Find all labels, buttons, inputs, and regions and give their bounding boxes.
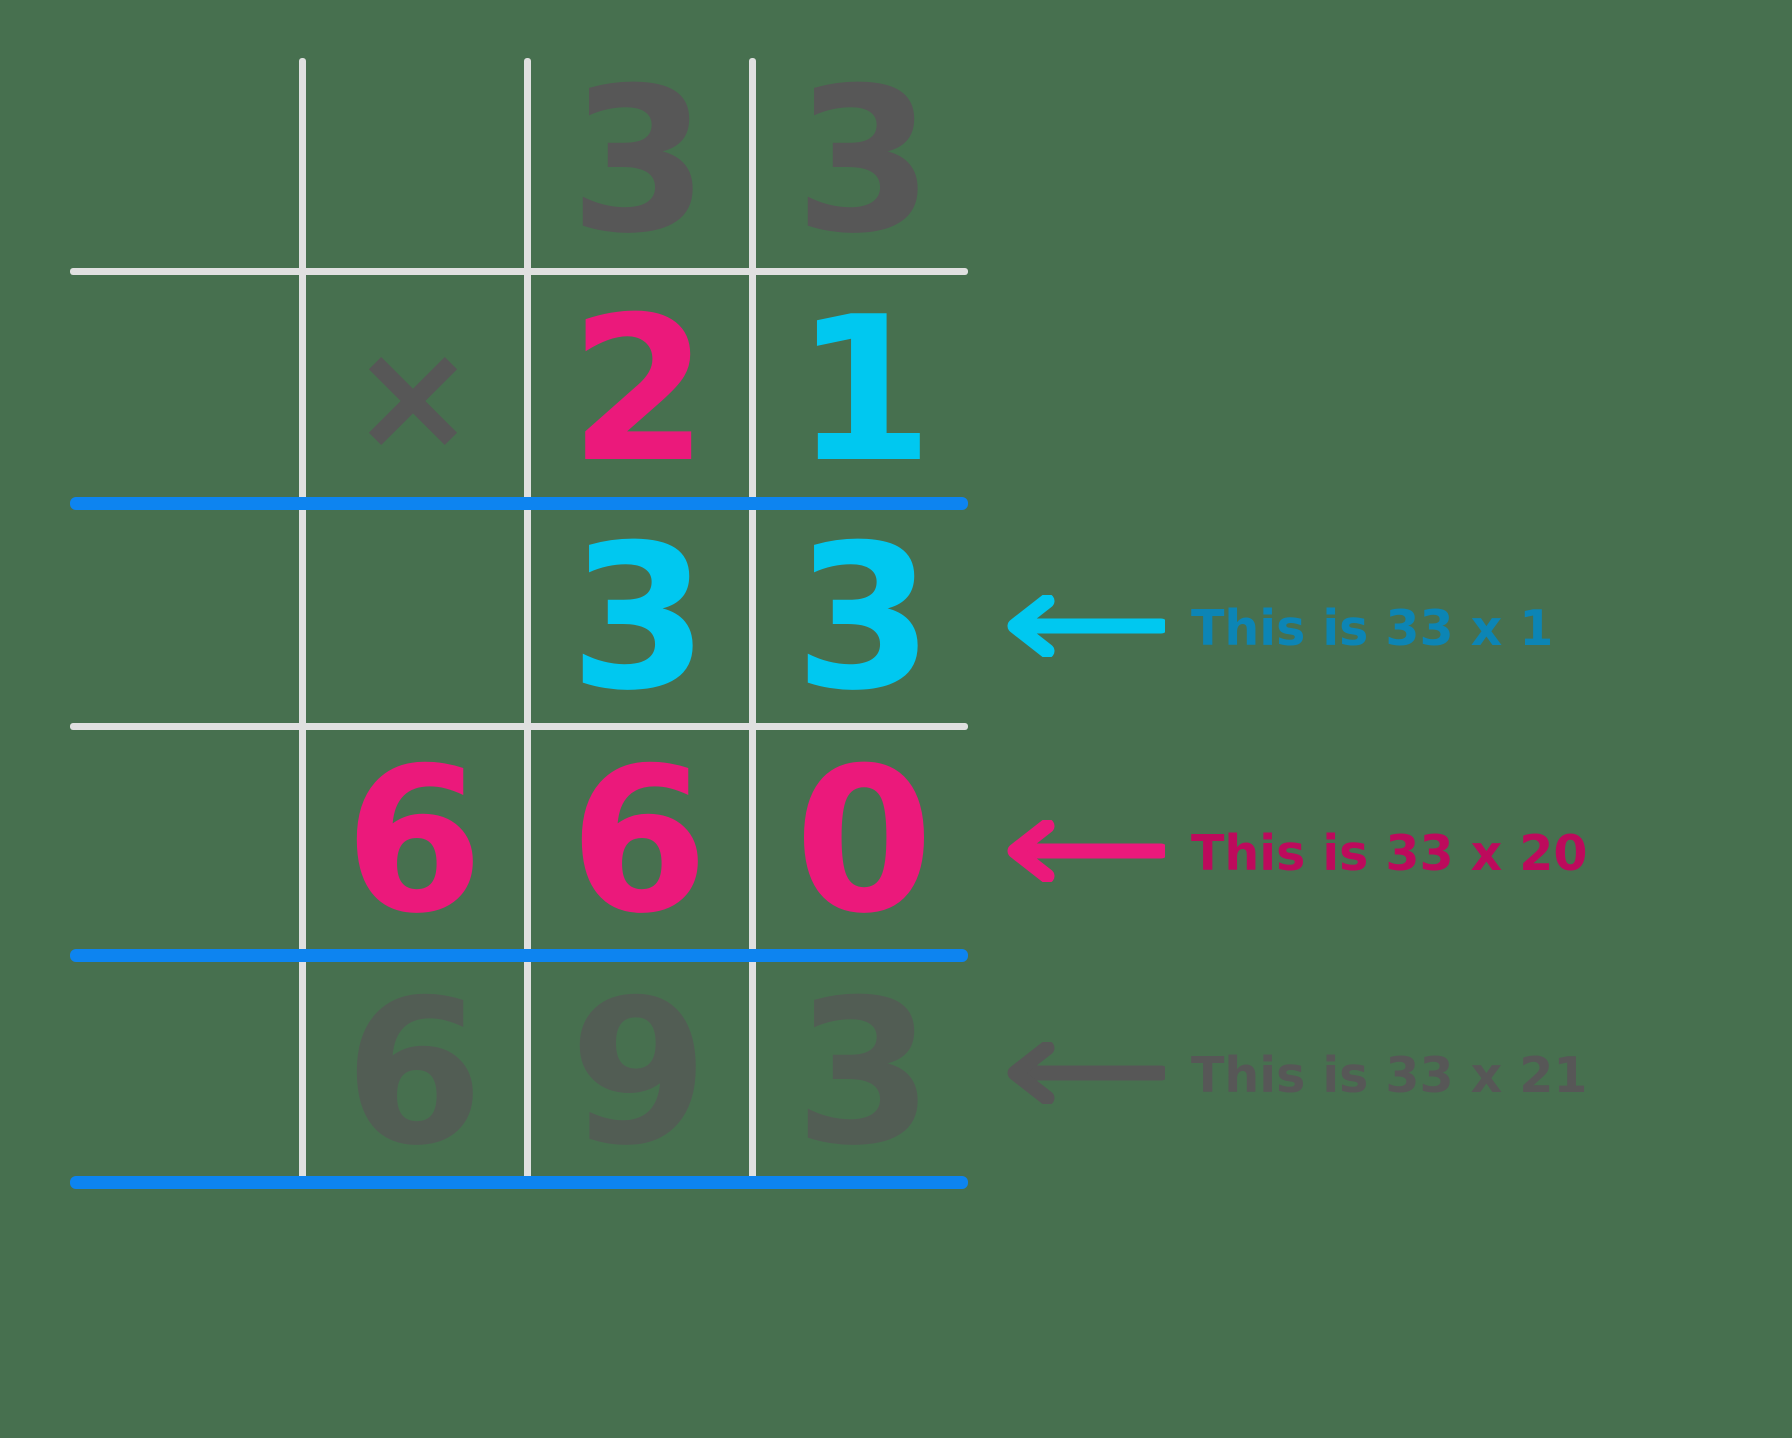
total-ones-digit: 3: [794, 957, 933, 1190]
partial-one-ones-digit: 3: [794, 502, 933, 735]
multiplier-tens-digit: 2: [569, 274, 708, 507]
rule-under-multiplicand: [70, 268, 968, 275]
annotation-total-label: This is 33 x 21: [1191, 1046, 1588, 1104]
partial-twenty-ones-digit: 0: [794, 725, 933, 958]
total-hundreds-digit: 6: [344, 957, 483, 1190]
rule-under-total: [70, 1176, 968, 1189]
multiplicand-tens-digit: 3: [569, 45, 708, 278]
total-tens-digit: 9: [569, 957, 708, 1190]
multiplication-sign: ×: [350, 310, 476, 484]
multiplier-ones-digit: 1: [794, 274, 933, 507]
rule-under-partial-twenty: [70, 949, 968, 962]
arrow-left-icon: [995, 818, 1169, 886]
partial-one-tens-digit: 3: [569, 502, 708, 735]
column-line-1: [299, 58, 306, 1182]
partial-twenty-hundreds-digit: 6: [344, 725, 483, 958]
column-line-3: [749, 58, 756, 1182]
rule-under-partial-one: [70, 723, 968, 730]
annotation-partial-twenty: This is 33 x 20: [995, 818, 1588, 886]
partial-twenty-tens-digit: 6: [569, 725, 708, 958]
rule-under-multiplier: [70, 497, 968, 510]
annotation-partial-one-label: This is 33 x 1: [1191, 599, 1554, 657]
arrow-left-icon: [995, 1040, 1169, 1108]
column-line-2: [524, 58, 531, 1182]
arrow-left-icon: [995, 593, 1169, 661]
annotation-total: This is 33 x 21: [995, 1040, 1588, 1108]
annotation-partial-one: This is 33 x 1: [995, 593, 1554, 661]
annotation-partial-twenty-label: This is 33 x 20: [1191, 824, 1588, 882]
multiplicand-ones-digit: 3: [794, 45, 933, 278]
